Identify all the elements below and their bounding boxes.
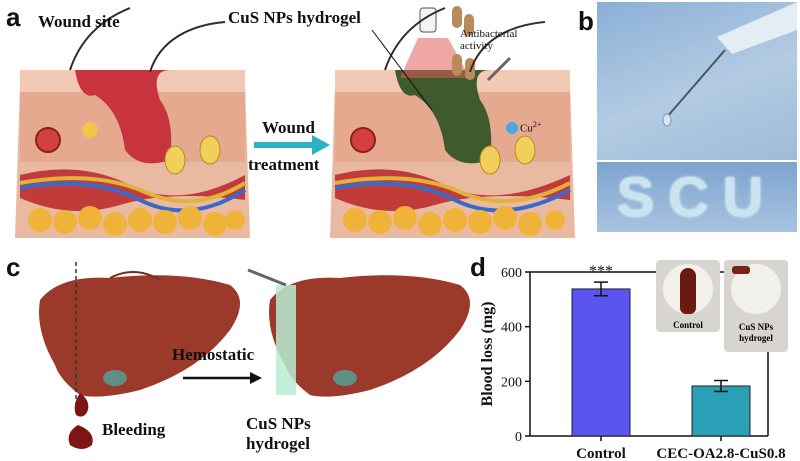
- scu-hydrogel-text: SCU: [616, 165, 778, 228]
- hemostatic-label: Hemostatic: [172, 345, 255, 364]
- x-tick-label: CEC-OA2.8-CuS0.8: [656, 446, 785, 461]
- bar-0: [571, 288, 631, 437]
- hemostatic-arrow: [183, 372, 262, 384]
- bar-1: [691, 385, 751, 437]
- hydrogel-label: CuS NPs hydrogel: [228, 8, 361, 27]
- antibacterial-line2: activity: [460, 40, 493, 52]
- y-tick-label: 0: [515, 430, 522, 445]
- skin-block-left: [15, 7, 250, 238]
- inset-hydrogel-line2: hydrogel: [739, 333, 773, 343]
- y-axis-title: Blood loss (mg): [479, 302, 496, 407]
- panel-d-letter: d: [470, 252, 486, 282]
- arrow-label-line1: Wound: [262, 118, 315, 137]
- bleeding-label: Bleeding: [102, 420, 166, 439]
- panel-b-letter: b: [578, 6, 594, 36]
- treatment-arrow: [254, 135, 330, 155]
- skin-block-right: [330, 6, 575, 238]
- y-tick-label: 600: [501, 266, 522, 281]
- scu-hydrogel-photo: SCU: [597, 162, 797, 232]
- syringe-photo: [597, 2, 797, 160]
- arrow-label-line2: treatment: [248, 155, 320, 174]
- cu-ion-text: Cu: [520, 122, 533, 135]
- cus-hydrogel-line2: hydrogel: [246, 434, 310, 453]
- significance-annotation: ***: [589, 263, 613, 280]
- cus-hydrogel-line1: CuS NPs: [246, 414, 311, 433]
- liver-left: [39, 262, 240, 449]
- syringe-needle-drawing: [662, 2, 797, 127]
- inset-hydrogel-label: CuS NPs hydrogel: [724, 322, 788, 344]
- panel-a-letter: a: [6, 2, 21, 32]
- y-tick-label: 400: [501, 321, 522, 336]
- cu-ion-label: Cu2+: [520, 120, 541, 135]
- antibacterial-label: Antibacterial activity: [460, 28, 517, 52]
- wound-site-label: Wound site: [38, 12, 120, 31]
- liver-right: [247, 268, 470, 397]
- antibacterial-line1: Antibacterial: [460, 28, 518, 40]
- inset-control-photo: Control: [656, 260, 720, 332]
- inset-hydrogel-photo: CuS NPs hydrogel: [724, 260, 788, 352]
- panel-c-letter: c: [6, 252, 21, 282]
- x-tick-label: Control: [576, 446, 626, 461]
- inset-control-label: Control: [673, 320, 703, 330]
- inset-hydrogel-line1: CuS NPs: [738, 322, 774, 332]
- y-tick-label: 200: [501, 375, 522, 390]
- cu-ion-charge: 2+: [532, 120, 542, 129]
- cus-hydrogel-label: CuS NPs hydrogel: [246, 414, 311, 454]
